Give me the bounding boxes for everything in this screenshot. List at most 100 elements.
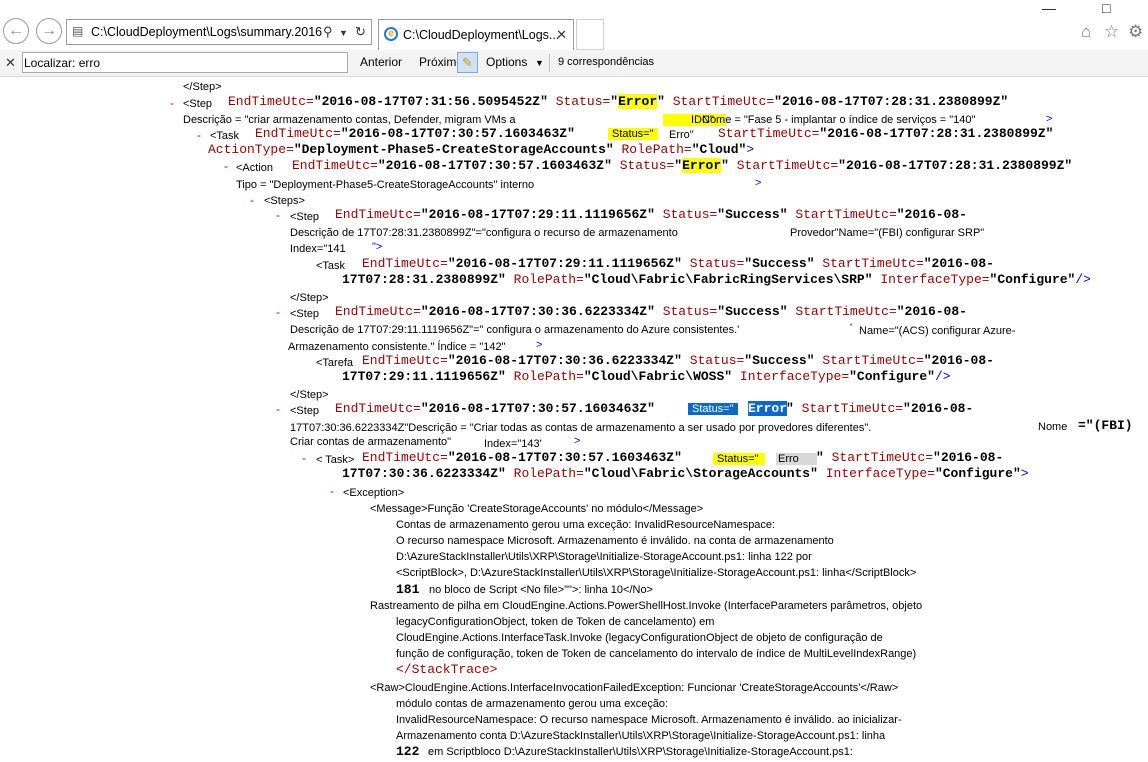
new-tab-button[interactable] bbox=[576, 19, 604, 50]
xml-text: Nome bbox=[1038, 421, 1068, 433]
xml-line: EndTimeUtc="2016-08-17T07:31:56.5095452Z… bbox=[228, 94, 1009, 109]
browser-toolbar: ← → ▤ C:\CloudDeployment\Logs\summary.20… bbox=[0, 0, 1148, 50]
tab-title: C:\CloudDeployment\Logs... bbox=[403, 28, 560, 42]
search-match: Status=" bbox=[608, 128, 658, 140]
separator bbox=[549, 54, 550, 72]
xml-text: ="(FBI) bbox=[1078, 418, 1133, 433]
options-button[interactable]: Options bbox=[486, 55, 528, 69]
xml-tag: <Step bbox=[290, 405, 320, 417]
xml-line: " StartTimeUtc="2016-08- bbox=[816, 450, 1004, 465]
xml-tag: <Step bbox=[183, 98, 213, 110]
address-bar[interactable]: ▤ C:\CloudDeployment\Logs\summary.2016 ⚲… bbox=[66, 19, 372, 45]
xml-tag: </Step> bbox=[290, 292, 329, 304]
xml-text: Provedor"Name="(FBI) configurar SRP" bbox=[790, 227, 985, 239]
collapse-toggle[interactable]: - bbox=[330, 484, 334, 498]
search-match: IDC" bbox=[663, 114, 726, 126]
xml-text: D:\AzureStackInstaller\Utils\XRP\Storage… bbox=[396, 551, 812, 563]
xml-text: Tipo = "Deployment-Phase5-CreateStorageA… bbox=[236, 179, 535, 191]
xml-line: EndTimeUtc="2016-08-17T07:30:57.1603463Z… bbox=[255, 126, 575, 141]
xml-text: <ScriptBlock>, D:\AzureStackInstaller\Ut… bbox=[396, 567, 917, 579]
search-match: Status=" bbox=[713, 453, 765, 465]
xml-tag: <Tarefa bbox=[316, 357, 353, 369]
forward-icon[interactable]: → bbox=[36, 18, 62, 44]
xml-text: 181 bbox=[396, 582, 420, 597]
xml-text: > bbox=[1046, 113, 1053, 125]
collapse-toggle[interactable]: - bbox=[276, 402, 280, 416]
xml-text: Armazenamento conta D:\AzureStackInstall… bbox=[396, 730, 886, 742]
xml-text: 122 bbox=[396, 744, 420, 759]
gear-icon[interactable]: ⚙ bbox=[1128, 22, 1144, 41]
xml-text: Criar contas de armazenamento" bbox=[290, 436, 452, 448]
back-icon[interactable]: ← bbox=[3, 18, 29, 44]
xml-text: módulo contas de armazenamento gerou uma… bbox=[396, 698, 669, 710]
search-match-current: Status=" bbox=[688, 403, 738, 415]
xml-text: </Step> bbox=[183, 81, 222, 93]
highlight-icon[interactable]: ✎ bbox=[457, 52, 478, 73]
xml-text: função de configuração, token de Token d… bbox=[396, 648, 917, 660]
xml-text: 17T07:30:36.6223334Z"Descrição = "Criar … bbox=[290, 422, 872, 434]
xml-tag: < Task> bbox=[316, 454, 355, 466]
collapse-toggle[interactable]: - bbox=[250, 193, 254, 207]
xml-line: EndTimeUtc="2016-08-17T07:30:57.1603463Z… bbox=[362, 450, 682, 465]
collapse-toggle[interactable]: - bbox=[276, 305, 280, 319]
xml-text: Armazenamento consistente." Índice = "14… bbox=[288, 341, 506, 353]
xml-text: em Scriptbloco D:\AzureStackInstaller\Ut… bbox=[428, 746, 853, 758]
xml-line: EndTimeUtc="2016-08-17T07:30:36.6223334Z… bbox=[362, 353, 994, 368]
page-icon: ▤ bbox=[72, 24, 84, 38]
xml-text: Erro" bbox=[669, 129, 694, 141]
ie-icon: e bbox=[384, 27, 398, 41]
xml-tag: <Step bbox=[290, 308, 320, 320]
xml-tag: <Step bbox=[290, 211, 320, 223]
favorites-star-icon[interactable]: ☆ bbox=[1104, 22, 1120, 41]
search-match-current: Error bbox=[748, 401, 788, 416]
xml-text: no bloco de Script <No file>"">: linha 1… bbox=[429, 584, 653, 596]
xml-text: <Raw>CloudEngine.Actions.InterfaceInvoca… bbox=[370, 682, 899, 694]
xml-tag: <Action bbox=[236, 162, 273, 174]
collapse-toggle[interactable]: - bbox=[276, 208, 280, 222]
xml-document: </Step> - <Step EndTimeUtc="2016-08-17T0… bbox=[0, 77, 1148, 762]
collapse-toggle[interactable]: - bbox=[302, 451, 306, 465]
previous-button[interactable]: Anterior bbox=[360, 55, 403, 69]
xml-text: "> bbox=[372, 241, 383, 253]
xml-text: > bbox=[574, 435, 581, 447]
minimize-icon[interactable]: — bbox=[1042, 0, 1056, 16]
find-input[interactable] bbox=[22, 52, 348, 73]
xml-text: Descrição de 17T07:28:31.2380899Z"="conf… bbox=[290, 227, 678, 239]
xml-line: EndTimeUtc="2016-08-17T07:29:11.1119656Z… bbox=[362, 256, 994, 271]
home-icon[interactable]: ⌂ bbox=[1081, 22, 1092, 41]
collapse-toggle[interactable]: - bbox=[170, 96, 174, 110]
xml-line: EndTimeUtc="2016-08-17T07:29:11.1119656Z… bbox=[335, 207, 967, 222]
xml-text: legacyConfigurationObject, token de Toke… bbox=[396, 616, 715, 628]
xml-text: Nome = "Fase 5 - implantar o índice de s… bbox=[702, 114, 976, 126]
maximize-icon[interactable]: □ bbox=[1102, 0, 1111, 16]
search-icon[interactable]: ⚲ bbox=[323, 24, 333, 39]
xml-tag: </Step> bbox=[290, 389, 329, 401]
collapse-toggle[interactable]: - bbox=[197, 128, 201, 142]
xml-text: ' bbox=[850, 322, 853, 334]
collapse-toggle[interactable]: - bbox=[224, 159, 228, 173]
xml-line: EndTimeUtc="2016-08-17T07:30:57.1603463Z… bbox=[335, 401, 655, 416]
options-dropdown-icon[interactable]: ▼ bbox=[535, 58, 544, 68]
next-button[interactable]: Próximo bbox=[419, 55, 464, 69]
tab-summary[interactable]: e C:\CloudDeployment\Logs... ✕ bbox=[378, 19, 574, 50]
find-query: Localizar: erro bbox=[24, 56, 101, 70]
xml-tag: <Steps> bbox=[264, 195, 305, 207]
xml-text: <Message>Função 'CreateStorageAccounts' … bbox=[370, 503, 704, 515]
xml-line: 17T07:29:11.1119656Z" RolePath="Cloud\Fa… bbox=[342, 369, 951, 384]
close-icon[interactable]: ✕ bbox=[556, 27, 567, 42]
xml-line: StartTimeUtc="2016-08-17T07:28:31.238089… bbox=[718, 126, 1054, 141]
xml-text: > bbox=[755, 177, 762, 189]
refresh-icon[interactable]: ↻ bbox=[355, 24, 366, 39]
xml-line: 17T07:30:36.6223334Z" RolePath="Cloud\Fa… bbox=[342, 466, 1029, 481]
xml-line: EndTimeUtc="2016-08-17T07:30:57.1603463Z… bbox=[292, 158, 1073, 173]
xml-text: Contas de armazenamento gerou uma exceçã… bbox=[396, 519, 776, 531]
address-text: C:\CloudDeployment\Logs\summary.2016 bbox=[91, 25, 323, 39]
xml-text: Name="(ACS) configurar Azure- bbox=[859, 325, 1016, 337]
xml-tag: <Exception> bbox=[343, 487, 405, 499]
xml-text: Descrição = "criar armazenamento contas,… bbox=[183, 114, 516, 126]
xml-text: Index="143' bbox=[484, 438, 542, 450]
xml-line: 17T07:28:31.2380899Z" RolePath="Cloud\Fa… bbox=[342, 272, 1091, 287]
xml-text: Rastreamento de pilha em CloudEngine.Act… bbox=[370, 600, 923, 612]
chevron-down-icon[interactable]: ▼ bbox=[339, 28, 348, 38]
close-find-icon[interactable]: ✕ bbox=[5, 55, 16, 70]
